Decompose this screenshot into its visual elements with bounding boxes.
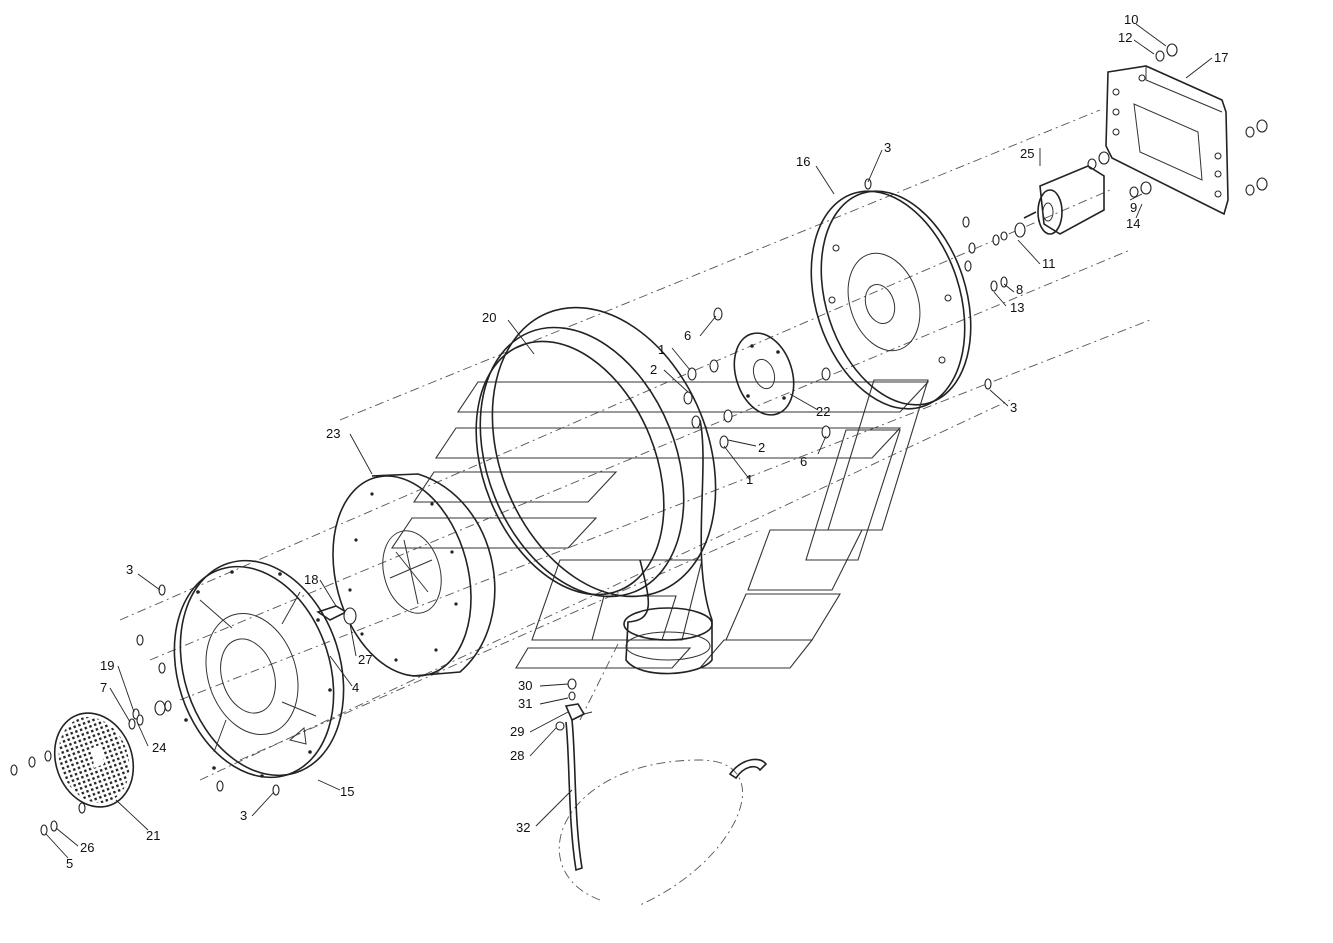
impeller-wheel (332, 473, 496, 677)
callout-3-top: 3 (884, 140, 891, 155)
adapter-flange (733, 332, 795, 416)
callout-29: 29 (510, 724, 524, 739)
callout-25: 25 (1020, 146, 1034, 161)
blower-housing (475, 306, 717, 675)
callout-6-bottom: 6 (800, 454, 807, 469)
callout-10: 10 (1124, 12, 1138, 27)
drive-motor (1000, 165, 1105, 241)
callout-14: 14 (1126, 216, 1140, 231)
callout-23: 23 (326, 426, 340, 441)
callout-leaders (45, 23, 1213, 859)
callout-31: 31 (518, 696, 532, 711)
bracket-fasteners (1087, 43, 1268, 198)
callout-11: 11 (1042, 256, 1056, 271)
callout-6-top: 6 (684, 328, 691, 343)
callout-7: 7 (100, 680, 107, 695)
callout-28: 28 (510, 748, 524, 763)
callout-16: 16 (796, 154, 810, 169)
front-cover-ring (173, 559, 345, 779)
callout-8: 8 (1016, 282, 1023, 297)
rear-cover-plate (810, 190, 972, 410)
callout-3-right: 3 (1010, 400, 1017, 415)
callout-3-bottom: 3 (240, 808, 247, 823)
callout-5: 5 (66, 856, 73, 871)
callout-9: 9 (1130, 200, 1137, 215)
callout-20: 20 (482, 310, 496, 325)
callout-13: 13 (1010, 300, 1024, 315)
callout-labels: 10 12 17 25 9 14 3 16 11 8 13 3 6 1 2 20… (66, 12, 1228, 871)
callout-12: 12 (1118, 30, 1132, 45)
callout-3-left: 3 (126, 562, 133, 577)
callout-2-bottom: 2 (758, 440, 765, 455)
callout-22: 22 (816, 404, 830, 419)
callout-1-top: 1 (658, 342, 665, 357)
mounting-bracket (1105, 65, 1229, 216)
callout-15: 15 (340, 784, 354, 799)
callout-17: 17 (1214, 50, 1228, 65)
callout-32: 32 (516, 820, 530, 835)
callout-1-bottom: 1 (746, 472, 753, 487)
callout-2-top: 2 (650, 362, 657, 377)
hardware-bolts (683, 178, 1008, 449)
callout-24: 24 (152, 740, 166, 755)
front-fasteners (10, 584, 280, 836)
drain-hose-assembly (555, 678, 768, 872)
callout-19: 19 (100, 658, 114, 673)
callout-21: 21 (146, 828, 160, 843)
callout-30: 30 (518, 678, 532, 693)
assembly-axis-lines (119, 109, 1151, 906)
callout-18: 18 (304, 572, 318, 587)
inlet-mesh-guard (53, 712, 135, 808)
watermark-logo (390, 379, 930, 669)
callout-4: 4 (352, 680, 359, 695)
callout-26: 26 (80, 840, 94, 855)
callout-27: 27 (358, 652, 372, 667)
